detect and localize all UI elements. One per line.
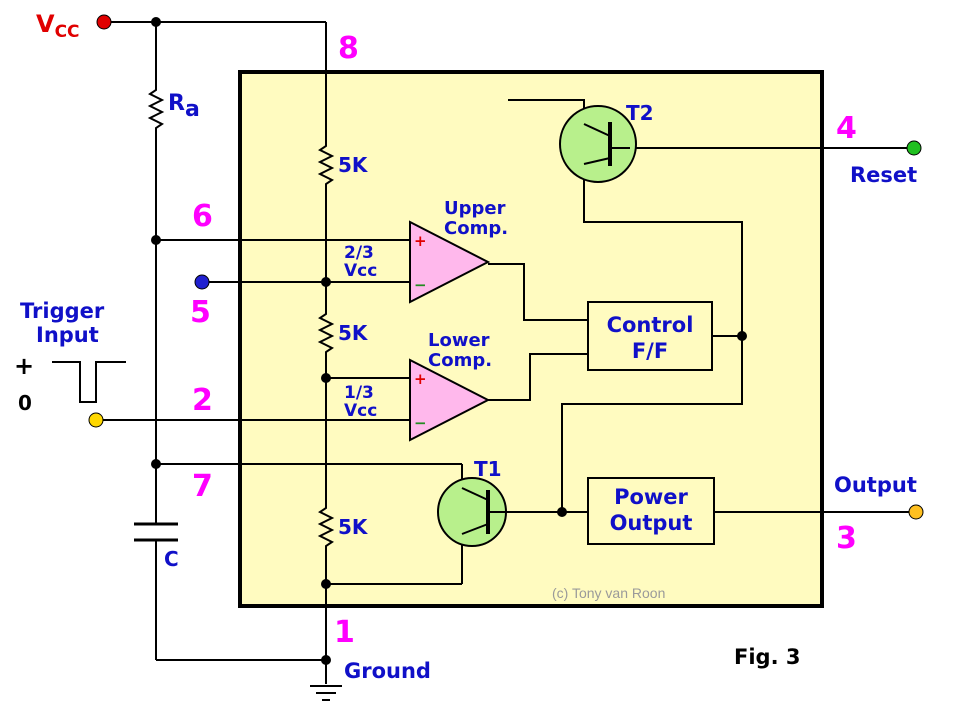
- power-output-box: [587, 477, 715, 545]
- transistor-t2: [559, 105, 637, 183]
- control-label-2: F/F: [632, 339, 668, 363]
- pin-4-number: 4: [836, 111, 857, 146]
- junction-divider-upper: [321, 277, 331, 287]
- trigger-label-line2: Input: [36, 323, 99, 347]
- ra-label: Ra: [168, 91, 200, 122]
- ref-lower-label-2: Vcc: [344, 401, 377, 421]
- trigger-plus-label: +: [14, 352, 34, 380]
- pin-5-number: 5: [190, 295, 211, 330]
- lower-comp-plus: +: [414, 370, 427, 388]
- figure-label: Fig. 3: [734, 645, 800, 669]
- ground-label: Ground: [344, 659, 431, 683]
- ref-upper-label-1: 2/3: [344, 243, 374, 263]
- junction-pin6: [151, 235, 161, 245]
- trigger-pulse-waveform: [52, 361, 126, 403]
- trigger-zero-label: 0: [18, 391, 32, 415]
- pin-1-number: 1: [334, 615, 355, 650]
- reset-label: Reset: [850, 163, 917, 187]
- upper-comp-minus: −: [414, 276, 427, 294]
- junction-pin7: [151, 459, 161, 469]
- junction-divider-t1: [321, 579, 331, 589]
- upper-comp-plus: +: [414, 232, 427, 250]
- power-label-2: Output: [610, 511, 693, 535]
- control-label-1: Control: [607, 313, 694, 337]
- trigger-label-line1: Trigger: [20, 299, 105, 323]
- wire-upper-to-ff: [488, 263, 588, 321]
- lower-comp-minus: −: [414, 414, 427, 432]
- vcc-terminal: [96, 14, 112, 30]
- capacitor-label: C: [164, 547, 179, 571]
- ic-body: [238, 70, 824, 608]
- junction-vcc: [151, 17, 161, 27]
- vcc-label: VCC: [36, 10, 80, 42]
- control-flip-flop-box: [587, 301, 713, 371]
- junction-ground: [321, 655, 331, 665]
- ref-lower-label-1: 1/3: [344, 383, 374, 403]
- pin-3-number: 3: [836, 521, 857, 556]
- pin-2-number: 2: [192, 383, 213, 418]
- power-label-1: Power: [614, 485, 688, 509]
- upper-comp-label-1: Upper: [444, 198, 506, 219]
- junction-t1-base: [557, 507, 567, 517]
- t2-label: T2: [626, 101, 654, 125]
- copyright-label: (c) Tony van Roon: [552, 585, 665, 601]
- pin5-terminal: [194, 274, 210, 290]
- resistor-ra: [147, 82, 165, 132]
- trigger-terminal: [88, 412, 104, 428]
- upper-comp-label-2: Comp.: [444, 218, 508, 239]
- output-terminal: [908, 504, 924, 520]
- resistor-5k-mid: [317, 308, 335, 356]
- junction-divider-lower: [321, 373, 331, 383]
- pin-8-number: 8: [338, 31, 359, 66]
- output-label: Output: [834, 473, 917, 497]
- wire-t2-collector: [561, 164, 743, 512]
- pin-7-number: 7: [192, 469, 213, 504]
- lower-comparator: [409, 358, 491, 442]
- lower-comp-label-1: Lower: [428, 330, 490, 351]
- resistor-mid-label: 5K: [338, 321, 369, 345]
- resistor-top-label: 5K: [338, 153, 369, 177]
- upper-comparator: [409, 220, 491, 304]
- resistor-5k-top: [317, 140, 335, 188]
- lower-comp-label-2: Comp.: [428, 350, 492, 371]
- junction-ff: [737, 331, 747, 341]
- transistor-t1: [437, 477, 508, 547]
- resistor-5k-bottom: [317, 502, 335, 550]
- pin-6-number: 6: [192, 199, 213, 234]
- wire-lower-to-ff: [488, 353, 588, 401]
- reset-terminal: [906, 140, 922, 156]
- t1-label: T1: [474, 457, 502, 481]
- ref-upper-label-2: Vcc: [344, 261, 377, 281]
- resistor-bottom-label: 5K: [338, 515, 369, 539]
